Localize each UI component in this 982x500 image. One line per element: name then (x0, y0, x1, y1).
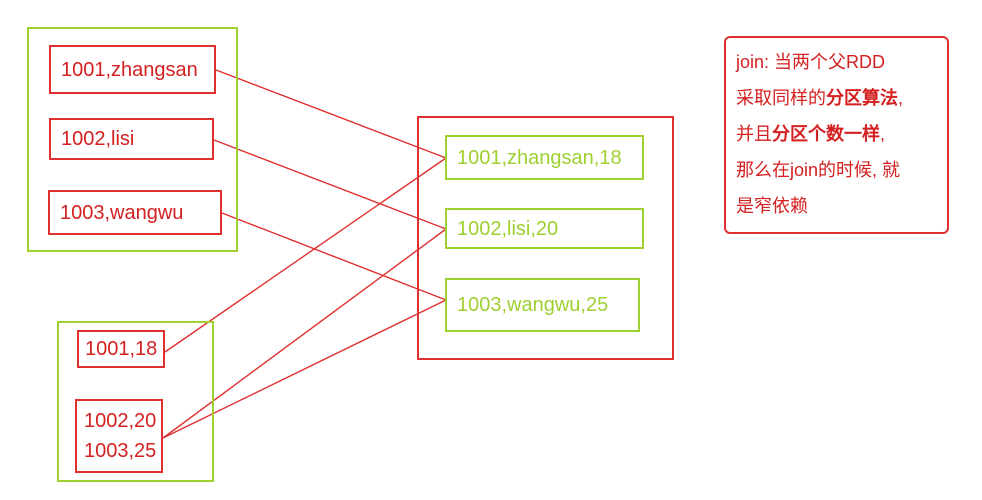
note-line-5: 是窄依赖 (736, 196, 808, 216)
connector-age20-to-joined (162, 228, 447, 439)
joined-record-1-text: 1001,zhangsan,18 (457, 146, 622, 169)
explanation-note: join: 当两个父RDD 采取同样的分区算法, 并且分区个数一样, 那么在jo… (724, 36, 949, 234)
joined-partition (417, 116, 674, 360)
record-age-18: 1001,18 (77, 330, 165, 368)
joined-record-1: 1001,zhangsan,18 (445, 135, 644, 180)
note-emphasis-count: 分区个数一样 (772, 124, 880, 144)
bottom-partition (57, 321, 214, 482)
note-line-4: 那么在join的时候, 就 (736, 160, 901, 180)
record-lisi-text: 1002,lisi (61, 128, 135, 150)
note-line-3: 并且分区个数一样, (736, 124, 886, 144)
record-zhangsan-text: 1001,zhangsan (61, 58, 198, 81)
joined-record-3: 1003,wangwu,25 (445, 278, 640, 332)
record-lisi: 1002,lisi (49, 118, 214, 160)
record-wangwu: 1003,wangwu (48, 190, 222, 235)
record-age-18-text: 1001,18 (85, 338, 158, 360)
note-emphasis-algorithm: 分区算法 (826, 88, 898, 108)
connector-age18-to-joined (164, 157, 447, 353)
joined-record-2-text: 1002,lisi,20 (457, 217, 559, 240)
record-age-25-text: 1003,25 (84, 440, 157, 462)
connector-lisi-to-joined (213, 139, 447, 230)
connector-wangwu-to-joined (221, 212, 447, 301)
joined-record-3-text: 1003,wangwu,25 (457, 294, 609, 316)
left-partition (27, 27, 238, 252)
record-age-20-25: 1002,20 1003,25 (75, 399, 163, 473)
connector-zhangsan-to-joined (215, 69, 447, 159)
note-line-1: join: 当两个父RDD (736, 52, 886, 72)
connector-age25-to-joined (162, 299, 447, 439)
note-line-2: 采取同样的分区算法, (736, 88, 904, 108)
joined-record-2: 1002,lisi,20 (445, 208, 644, 249)
record-age-20-text: 1002,20 (84, 410, 157, 432)
record-zhangsan: 1001,zhangsan (49, 45, 216, 94)
record-wangwu-text: 1003,wangwu (60, 201, 184, 224)
